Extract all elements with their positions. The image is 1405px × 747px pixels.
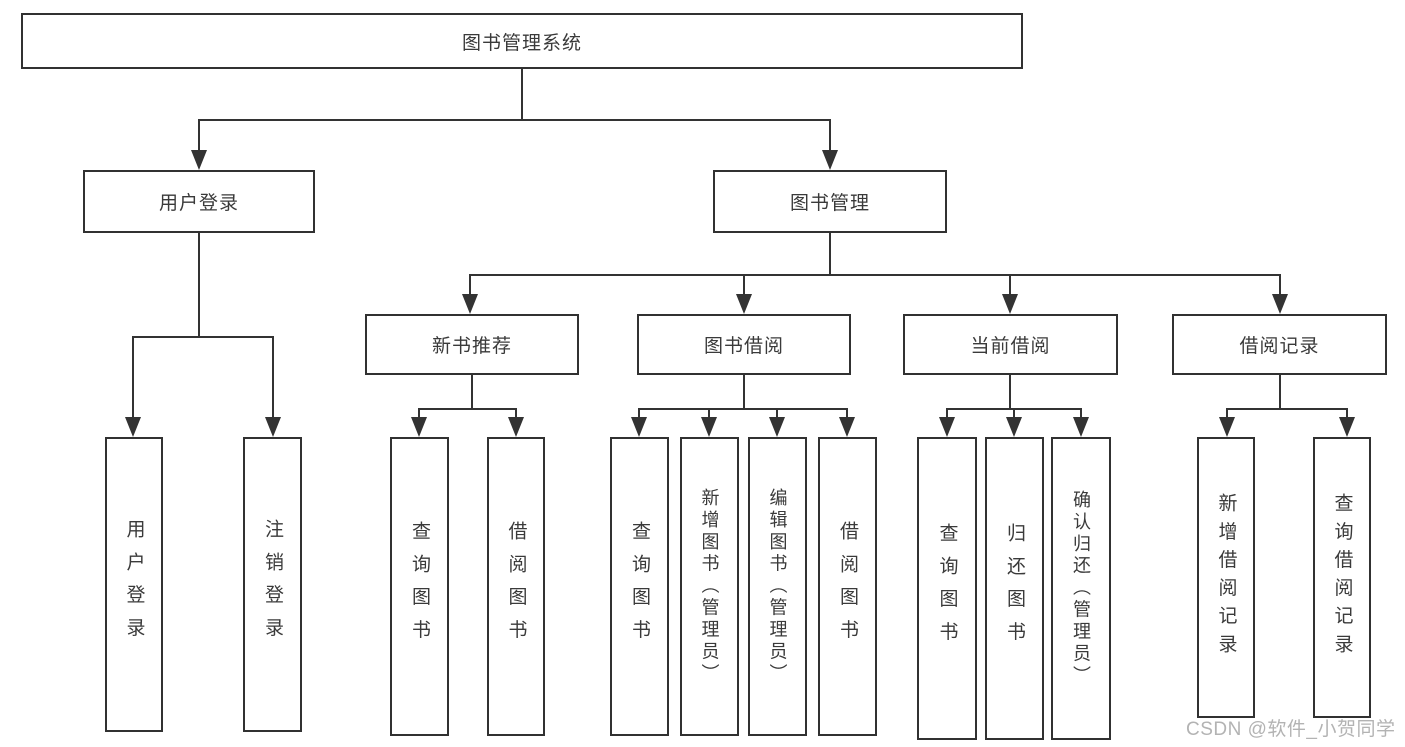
leaf-current-query-book: 查询图书 (917, 437, 977, 740)
leaf-user-login: 用户登录 (105, 437, 163, 732)
node-borrow-record: 借阅记录 (1172, 314, 1387, 375)
arrowhead-icon (939, 417, 955, 437)
arrowhead-icon (462, 294, 478, 314)
leaf-record-query-borrow-record: 查询借阅记录 (1313, 437, 1371, 718)
node-book-borrow: 图书借阅 (637, 314, 851, 375)
arrowhead-icon (736, 294, 752, 314)
arrowhead-icon (265, 417, 281, 437)
arrowhead-icon (1002, 294, 1018, 314)
arrowhead-icon (191, 150, 207, 170)
arrowhead-icon (411, 417, 427, 437)
leaf-rec-query-book: 查询图书 (390, 437, 449, 736)
leaf-borrow-add-book-admin: 新增图书（管理员） (680, 437, 739, 736)
arrowhead-icon (508, 417, 524, 437)
arrowhead-icon (822, 150, 838, 170)
arrowhead-icon (1339, 417, 1355, 437)
arrowhead-icon (1272, 294, 1288, 314)
arrowhead-icon (701, 417, 717, 437)
csdn-watermark: CSDN @软件_小贺同学 (1186, 719, 1396, 740)
arrowhead-icon (631, 417, 647, 437)
arrowhead-icon (1073, 417, 1089, 437)
arrowhead-icon (125, 417, 141, 437)
leaf-borrow-edit-book-admin: 编辑图书（管理员） (748, 437, 807, 736)
arrowhead-icon (769, 417, 785, 437)
leaf-borrow-borrow-book: 借阅图书 (818, 437, 877, 736)
node-book-management: 图书管理 (713, 170, 947, 233)
node-new-book-recommend: 新书推荐 (365, 314, 579, 375)
node-user-login: 用户登录 (83, 170, 315, 233)
leaf-current-return-book: 归还图书 (985, 437, 1044, 740)
node-current-borrow: 当前借阅 (903, 314, 1118, 375)
node-system-root: 图书管理系统 (21, 13, 1023, 69)
leaf-current-confirm-return-admin: 确认归还（管理员） (1051, 437, 1111, 740)
leaf-logout: 注销登录 (243, 437, 302, 732)
leaf-record-add-borrow-record: 新增借阅记录 (1197, 437, 1255, 718)
arrowhead-icon (839, 417, 855, 437)
arrowhead-icon (1006, 417, 1022, 437)
leaf-rec-borrow-book: 借阅图书 (487, 437, 545, 736)
leaf-borrow-query-book: 查询图书 (610, 437, 669, 736)
arrowhead-icon (1219, 417, 1235, 437)
